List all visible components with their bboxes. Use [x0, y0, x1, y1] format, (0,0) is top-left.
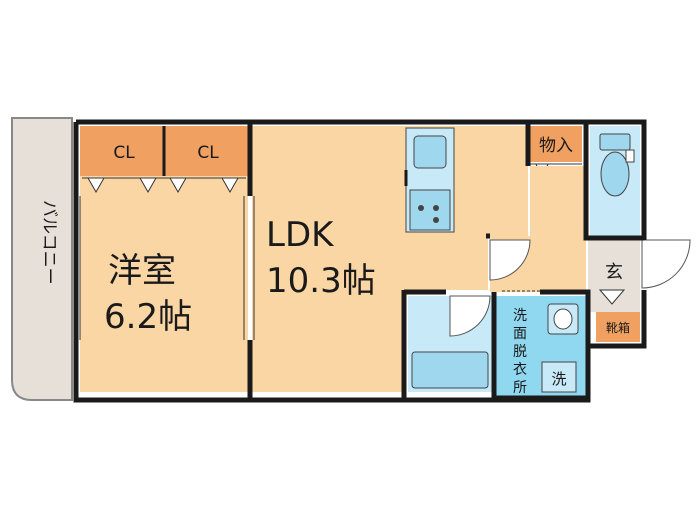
- storage-label: 物入: [539, 136, 573, 156]
- sliding-door: [243, 196, 255, 340]
- svg-text:洗: 洗: [513, 308, 527, 324]
- washroom-label: 洗 面 脱 衣 所: [513, 308, 527, 396]
- entrance-label: 玄: [605, 262, 623, 283]
- western-room-size: 6.2帖: [104, 297, 192, 337]
- svg-text:所: 所: [513, 380, 527, 396]
- shoe-box: [596, 312, 640, 342]
- svg-text:衣: 衣: [513, 362, 527, 378]
- closet-1-label: CL: [113, 143, 135, 163]
- bathtub: [411, 351, 489, 389]
- ldk-size: 10.3帖: [266, 261, 376, 301]
- svg-text:脱: 脱: [513, 344, 527, 360]
- storage-room: [530, 126, 582, 162]
- ldk-room: [252, 126, 528, 392]
- washer-label: 洗: [551, 370, 566, 388]
- closet-2-label: CL: [197, 143, 219, 163]
- washer: [541, 361, 577, 393]
- balcony-area: [11, 117, 73, 401]
- ldk-name: LDK: [266, 215, 335, 255]
- kitchen-counter: [405, 127, 455, 233]
- western-room-name: 洋室: [108, 251, 176, 291]
- closet-2: [164, 126, 248, 176]
- toilet-fixture: [599, 133, 631, 197]
- closet-1: [80, 126, 164, 176]
- balcony-label: バルコニー: [39, 200, 59, 285]
- wash-basin: [547, 303, 579, 335]
- svg-text:面: 面: [513, 326, 527, 342]
- walls: [73, 119, 647, 403]
- shoe-box-label: 靴箱: [606, 320, 630, 335]
